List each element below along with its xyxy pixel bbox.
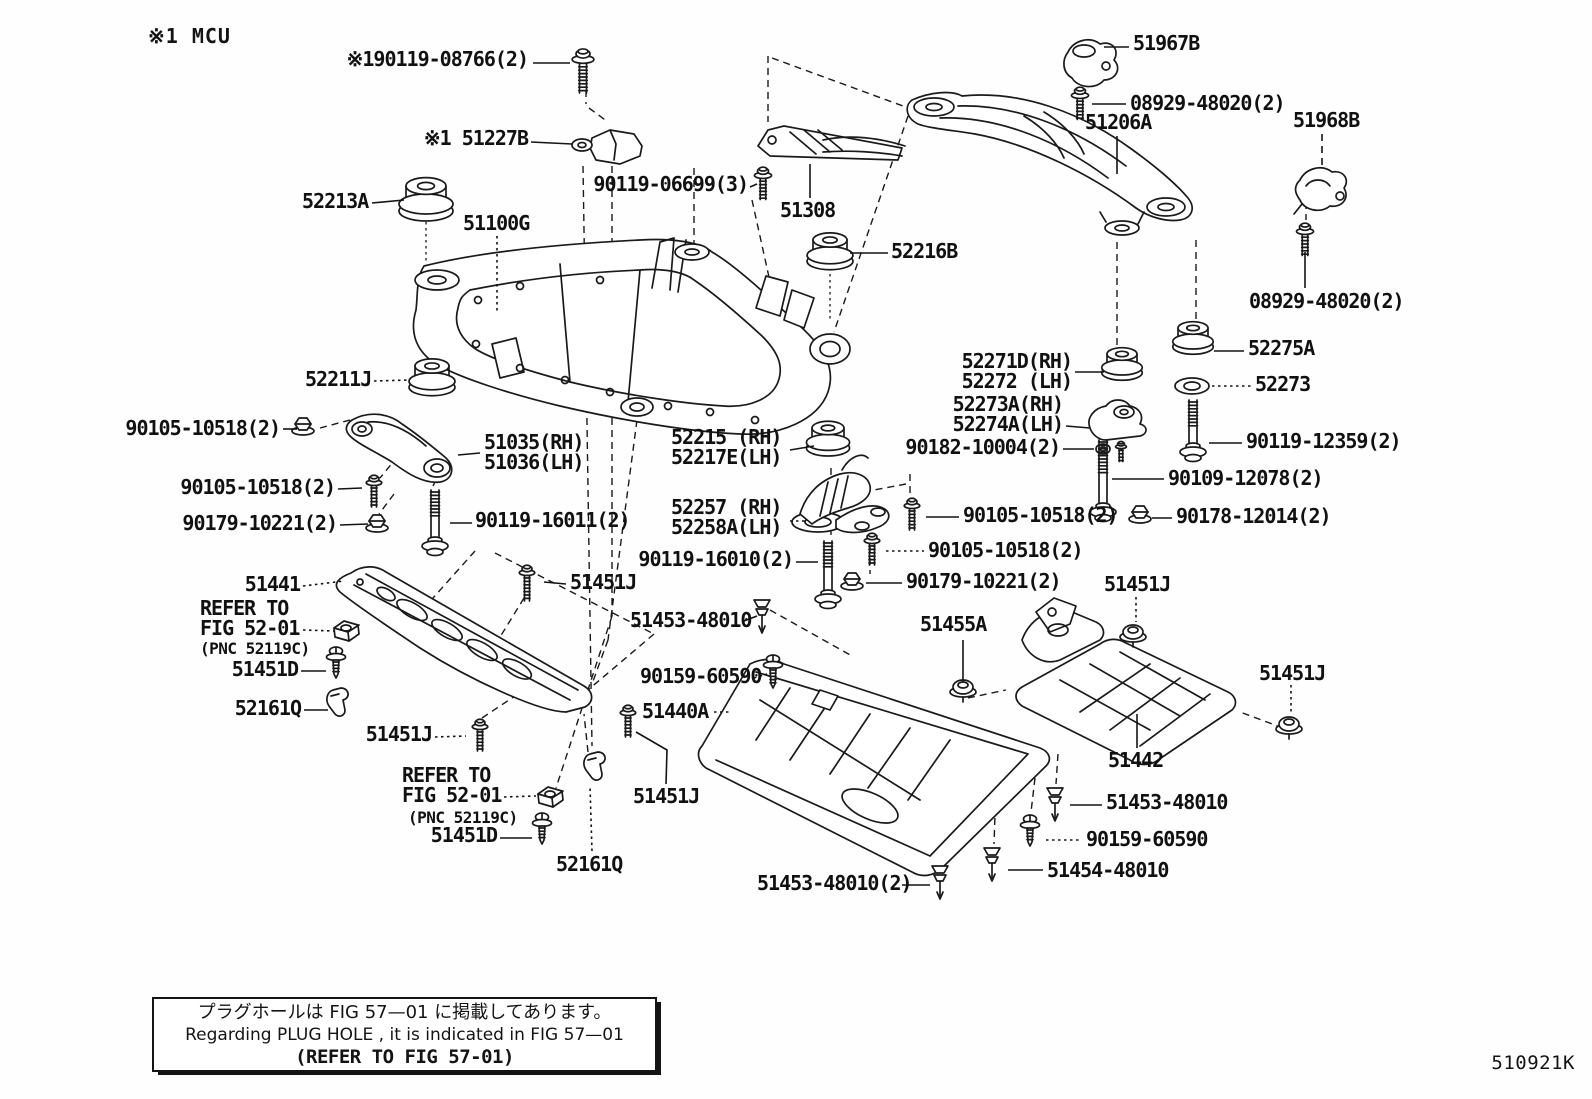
leader-51035-51036 bbox=[457, 452, 481, 456]
bracket-52257-52258A-drawing bbox=[791, 454, 890, 534]
under-cover-51442-drawing bbox=[1015, 597, 1237, 766]
part-label-51451J-LT: 51451J bbox=[570, 570, 637, 594]
part-label-51451J-R1: 51451J bbox=[1104, 572, 1171, 596]
part-label-51227B: ※1 51227B bbox=[423, 126, 529, 150]
part-label-90119-08766: ※190119-08766(2) bbox=[346, 47, 529, 71]
leader-90105-10518-L2 bbox=[337, 487, 363, 490]
bracket-52273A-drawing bbox=[1088, 399, 1147, 441]
leader-51441 bbox=[302, 580, 345, 587]
note-line-refer: (REFER TO FIG 57-01) bbox=[295, 1045, 514, 1068]
leader-51451J-C bbox=[635, 731, 668, 785]
stay-arm-51035-drawing bbox=[345, 413, 453, 484]
fastener-drawings bbox=[291, 48, 1315, 900]
part-label-08929-48020-right: 08929-48020(2) bbox=[1249, 289, 1405, 313]
under-cover-51441-drawing bbox=[335, 566, 593, 713]
part-label-51968B: 51968B bbox=[1293, 108, 1360, 132]
part-label-90109-12078: 90109-12078(2) bbox=[1168, 466, 1324, 490]
part-label-08929-48020-top: 08929-48020(2) bbox=[1130, 91, 1286, 115]
part-label-51451D-L: 51451D bbox=[231, 657, 299, 681]
part-label-51035-51036: 51035(RH) 51036(LH) bbox=[484, 430, 584, 474]
leader-90159-60590-C bbox=[753, 673, 768, 679]
part-label-90105-10518-L1: 90105-10518(2) bbox=[125, 416, 281, 440]
part-label-51451J-R2: 51451J bbox=[1259, 661, 1326, 685]
part-label-90179-10221-L: 90179-10221(2) bbox=[182, 511, 338, 535]
part-label-51451J-C: 51451J bbox=[633, 784, 700, 808]
part-label-52161Q-C: 52161Q bbox=[556, 852, 623, 876]
part-label-51453-48010-R: 51453-48010 bbox=[1106, 790, 1228, 814]
part-label-51440A: 51440A bbox=[642, 699, 709, 723]
part-label-52213A: 52213A bbox=[302, 189, 369, 213]
part-label-52257-52258A: 52257 (RH) 52258A(LH) bbox=[671, 495, 782, 539]
part-label-51453-48010-2: 51453-48010(2) bbox=[757, 871, 913, 895]
part-label-51967B: 51967B bbox=[1133, 31, 1200, 55]
part-label-52211J: 52211J bbox=[305, 367, 372, 391]
part-label-90105-10518-C2: 90105-10518(2) bbox=[928, 538, 1084, 562]
leader-51227B bbox=[530, 141, 573, 145]
part-label-51451D-C: 51451D bbox=[430, 823, 498, 847]
bracket-51227B-drawing bbox=[571, 129, 643, 165]
label-leader-lines bbox=[283, 46, 1323, 886]
leader-51451J-LT bbox=[543, 581, 567, 585]
leader-51453-48010-C bbox=[743, 615, 758, 622]
part-label-90179-10221-C: 90179-10221(2) bbox=[906, 569, 1062, 593]
part-label-90119-16011: 90119-16011(2) bbox=[475, 508, 631, 532]
leader-90119-06699 bbox=[749, 183, 758, 188]
bracket-51967B-drawing bbox=[1063, 39, 1119, 88]
part-label-51451J-LL: 51451J bbox=[365, 722, 433, 746]
part-label-refer-fig-2: REFER TO FIG 52-01 bbox=[402, 763, 502, 807]
note-line-japanese: プラグホールは FIG 57—01 に掲載してあります。 bbox=[197, 1001, 612, 1023]
leader-51451J-LL bbox=[434, 735, 467, 738]
part-label-51453-48010-C: 51453-48010 bbox=[630, 608, 752, 632]
part-label-90119-06699: 90119-06699(3) bbox=[593, 172, 749, 196]
leader-52273A-52274A bbox=[1065, 425, 1091, 429]
part-label-90159-60590-C: 90159-60590 bbox=[640, 664, 762, 688]
part-label-90159-60590-R: 90159-60590 bbox=[1086, 827, 1208, 851]
leader-52161Q-C bbox=[589, 785, 593, 852]
part-label-52215-52217E: 52215 (RH) 52217E(LH) bbox=[671, 425, 782, 469]
part-label-refer-fig-1: REFER TO FIG 52-01 bbox=[200, 596, 300, 640]
part-label-51100G: 51100G bbox=[463, 211, 530, 235]
legend-note: ※1 MCU bbox=[148, 24, 231, 48]
part-label-52216B: 52216B bbox=[891, 239, 958, 263]
part-label-51441: 51441 bbox=[244, 572, 301, 596]
leader-52211J bbox=[373, 379, 411, 382]
part-label-52273: 52273 bbox=[1255, 372, 1311, 396]
part-label-52161Q-L: 52161Q bbox=[234, 696, 302, 720]
construction-dotted-lines bbox=[425, 76, 1083, 363]
rear-crossmember-51206A-drawing bbox=[906, 91, 1193, 236]
part-label-51308: 51308 bbox=[780, 198, 836, 222]
part-label-pnc-2: (PNC 52119C) bbox=[408, 808, 518, 827]
leader-90179-10221-L bbox=[339, 523, 369, 526]
brace-51308-drawing bbox=[757, 125, 906, 161]
part-label-51206A: 51206A bbox=[1085, 110, 1152, 134]
bracket-51968B-drawing bbox=[1293, 167, 1348, 215]
note-line-english: Regarding PLUG HOLE , it is indicated in… bbox=[185, 1024, 624, 1045]
part-label-51455A: 51455A bbox=[920, 612, 987, 636]
part-label-90178-12014: 90178-12014(2) bbox=[1176, 504, 1332, 528]
part-label-90182-10004: 90182-10004(2) bbox=[905, 435, 1061, 459]
part-label-52275A: 52275A bbox=[1248, 336, 1315, 360]
leader-52215-52217E bbox=[789, 445, 815, 451]
plug-hole-note-box: プラグホールは FIG 57—01 に掲載してあります。 Regarding P… bbox=[152, 997, 657, 1072]
front-crossmember-51100G-drawing bbox=[412, 237, 851, 435]
part-label-52271D-52272: 52271D(RH) 52272 (LH) bbox=[961, 349, 1073, 393]
part-label-90119-16010: 90119-16010(2) bbox=[638, 547, 794, 571]
diagram-code: 510921K bbox=[1491, 1052, 1575, 1074]
leader-refer-fig-1 bbox=[302, 629, 335, 632]
part-label-pnc-1: (PNC 52119C) bbox=[200, 639, 310, 658]
part-label-90105-10518-L2: 90105-10518(2) bbox=[180, 475, 336, 499]
part-label-90105-10518-C1: 90105-10518(2) bbox=[963, 503, 1119, 527]
part-label-90119-12359: 90119-12359(2) bbox=[1246, 429, 1402, 453]
part-label-52273A-52274A: 52273A(RH) 52274A(LH) bbox=[952, 392, 1064, 436]
leader-refer-fig-2 bbox=[503, 795, 537, 798]
leader-52213A bbox=[371, 199, 405, 204]
part-label-51454-48010: 51454-48010 bbox=[1047, 858, 1169, 882]
part-label-51442: 51442 bbox=[1108, 748, 1164, 772]
